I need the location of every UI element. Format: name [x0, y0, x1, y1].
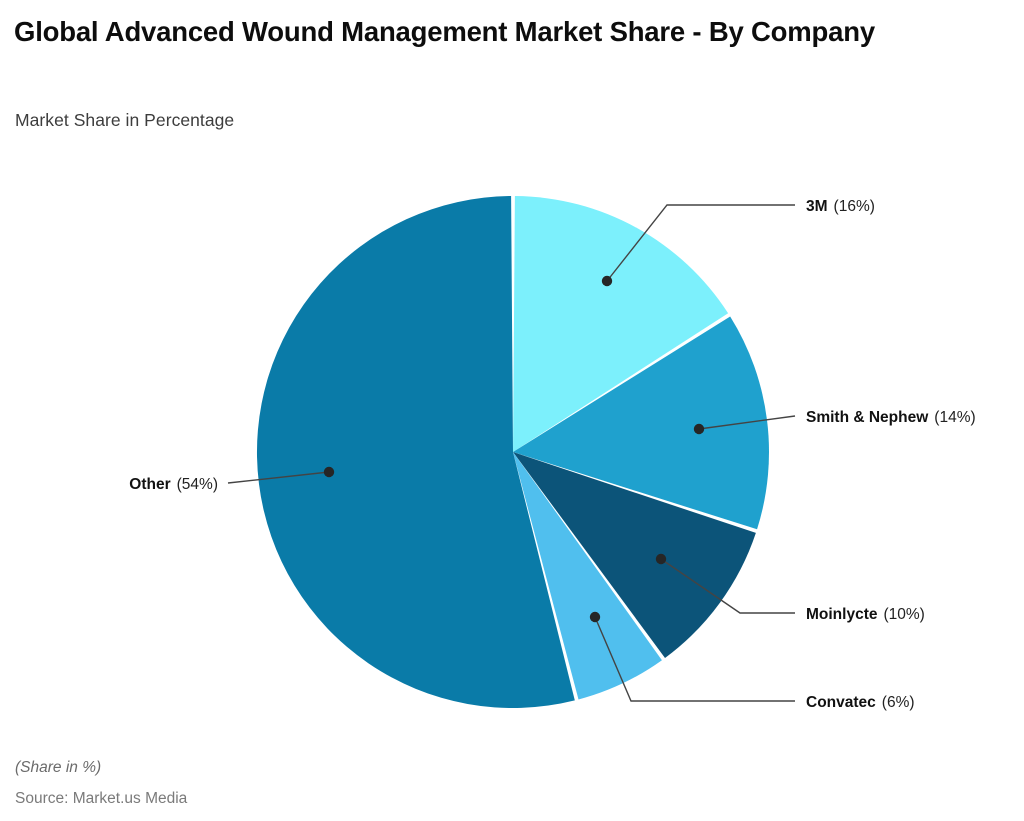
chart-subtitle: Market Share in Percentage: [15, 110, 235, 130]
footer-note: (Share in %): [15, 759, 102, 776]
leader-line-3m: [606, 204, 795, 282]
slice-label-moinlycte-name: Moinlycte: [806, 606, 878, 623]
callout-smith-and-nephew: Smith & Nephew (14%): [693, 409, 976, 435]
pie-slice-3m[interactable]: [513, 196, 729, 452]
pie-slices: [256, 196, 769, 709]
leader-dot-moinlycte: [655, 553, 667, 565]
pie-slice-smith-and-nephew[interactable]: [513, 316, 769, 530]
pie-slice-moinlycte[interactable]: [513, 452, 756, 658]
slice-label-other: Other (54%): [129, 476, 218, 493]
slice-label-smith-and-nephew-value: (14%): [934, 409, 975, 426]
pie-slice-convatec[interactable]: [513, 452, 662, 700]
callout-other: Other (54%): [129, 466, 335, 493]
slice-label-other-name: Other: [129, 476, 170, 493]
slice-label-3m-value: (16%): [834, 198, 875, 215]
callout-3m: 3M (16%): [601, 198, 875, 287]
slice-label-other-value: (54%): [177, 476, 218, 493]
pie-chart-area: 3M (16%) Smith & Nephew (14%) Moinlycte (10…: [0, 140, 1024, 740]
slice-label-3m: 3M (16%): [806, 198, 875, 215]
pie-callouts: 3M (16%) Smith & Nephew (14%) Moinlycte (10…: [129, 198, 975, 711]
slice-label-convatec-name: Convatec: [806, 694, 876, 711]
slice-label-convatec-value: (6%): [882, 694, 915, 711]
slice-label-moinlycte-value: (10%): [883, 606, 924, 623]
slice-label-moinlycte: Moinlycte (10%): [806, 606, 925, 623]
leader-dot-convatec: [589, 611, 601, 623]
leader-line-smith-and-nephew: [698, 415, 796, 430]
callout-moinlycte: Moinlycte (10%): [655, 553, 925, 623]
leader-line-other: [227, 471, 330, 484]
leader-dot-3m: [601, 275, 613, 287]
callout-convatec: Convatec (6%): [589, 611, 915, 711]
leader-dot-smith-and-nephew: [693, 423, 705, 435]
leader-line-moinlycte: [660, 558, 795, 614]
slice-label-convatec: Convatec (6%): [806, 694, 915, 711]
slice-label-smith-and-nephew-name: Smith & Nephew: [806, 409, 929, 426]
page-title: Global Advanced Wound Management Market …: [14, 16, 875, 47]
slice-label-3m-name: 3M: [806, 198, 828, 215]
pie-chart-svg: 3M (16%) Smith & Nephew (14%) Moinlycte (10…: [129, 196, 976, 711]
leader-dot-other: [323, 466, 335, 478]
footer-source: Source: Market.us Media: [15, 790, 188, 807]
slice-label-smith-and-nephew: Smith & Nephew (14%): [806, 409, 976, 426]
leader-line-convatec: [594, 616, 795, 702]
pie-slice-other[interactable]: [256, 196, 575, 709]
